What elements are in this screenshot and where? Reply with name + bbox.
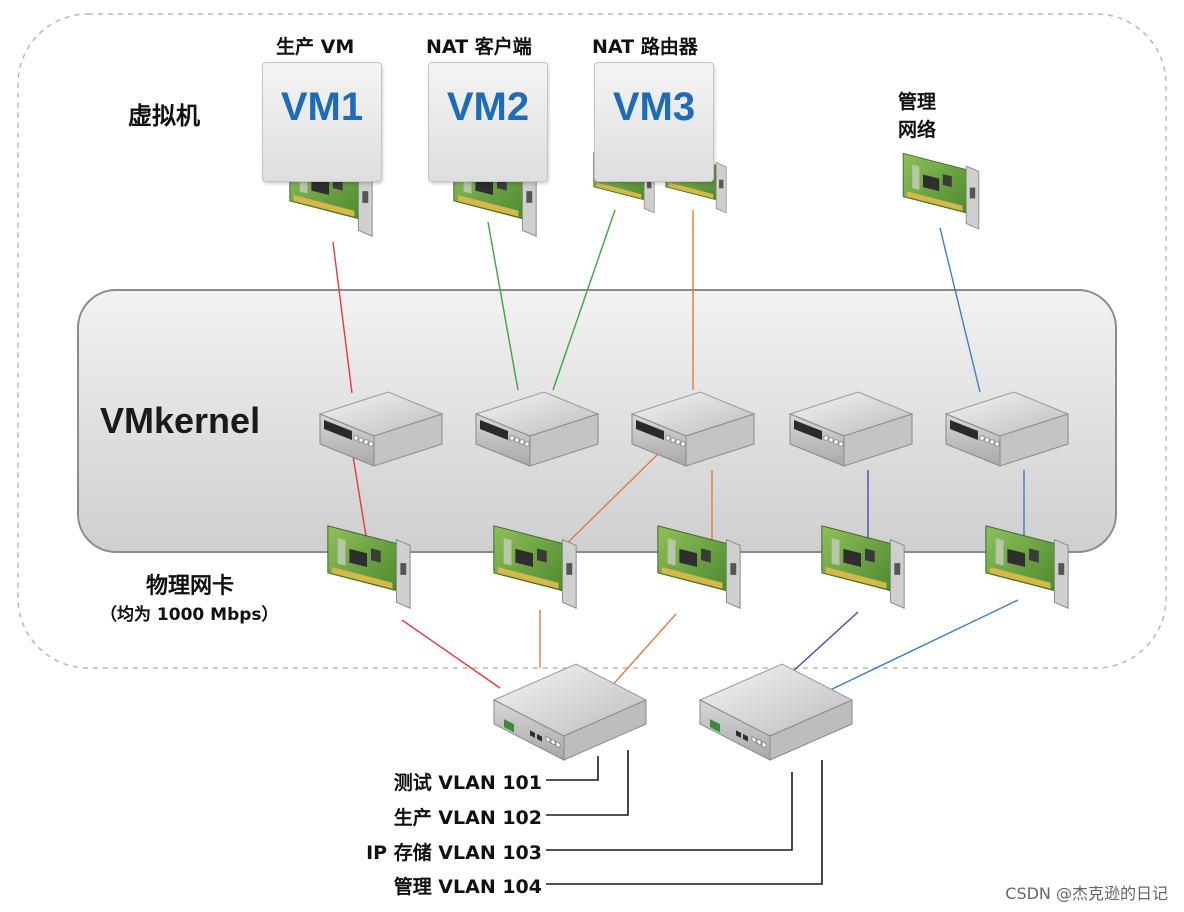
- link-pnic5-to-pswitch2: [825, 599, 1019, 693]
- vlan-101-line: [546, 756, 599, 781]
- vlan-102-line: [546, 750, 629, 816]
- vmkernel-label: VMkernel: [100, 400, 261, 441]
- physical-nic-note: （均为 1000 Mbps）: [100, 605, 279, 625]
- vm3-box: VM3: [594, 62, 714, 182]
- vm1-caption: 生产 VM: [276, 36, 355, 58]
- link-vswitch1-to-pnic1: [351, 449, 369, 549]
- link-pnic4-to-pswitch2: [789, 611, 859, 675]
- mgmt-network-nic-icon: [902, 152, 980, 230]
- vlan-102-label: 生产 VLAN 102: [393, 807, 542, 829]
- link-pnic3-to-pswitch1: [609, 613, 677, 689]
- vm1-label: VM1: [280, 85, 364, 129]
- vlan-101-label: 测试 VLAN 101: [393, 772, 542, 794]
- vlan-104-line: [546, 760, 823, 885]
- link-vm1-nic-to-vswitch1: [332, 241, 353, 394]
- physical-switch-2-icon: [699, 663, 853, 761]
- link-vm2-nic-to-vswitch2: [487, 221, 519, 391]
- physical-nic-label: 物理网卡: [146, 574, 235, 599]
- link-vm3-nic1-to-vswitch2: [552, 209, 616, 391]
- link-mgmt-nic-to-vswitch5: [939, 227, 981, 393]
- vm2-caption: NAT 客户端: [426, 36, 532, 58]
- host-boundary: [17, 13, 1167, 669]
- watermark: CSDN @杰克逊的日记: [1005, 884, 1168, 903]
- management-network-label: 管理 网络: [898, 91, 937, 141]
- physical-switch-1-icon: [493, 663, 647, 761]
- vm3-label: VM3: [612, 85, 696, 129]
- vm2-box: VM2: [428, 62, 548, 182]
- vlan-103-line: [546, 772, 793, 851]
- vlan-104-label: 管理 VLAN 104: [393, 876, 542, 898]
- virtual-machines-label: 虚拟机: [128, 102, 200, 130]
- vm3-caption: NAT 路由器: [592, 36, 698, 58]
- vlan-103-label: IP 存储 VLAN 103: [366, 842, 542, 864]
- vm2-label: VM2: [446, 85, 530, 129]
- vm1-box: VM1: [262, 62, 382, 182]
- link-pnic1-to-pswitch1: [401, 619, 501, 689]
